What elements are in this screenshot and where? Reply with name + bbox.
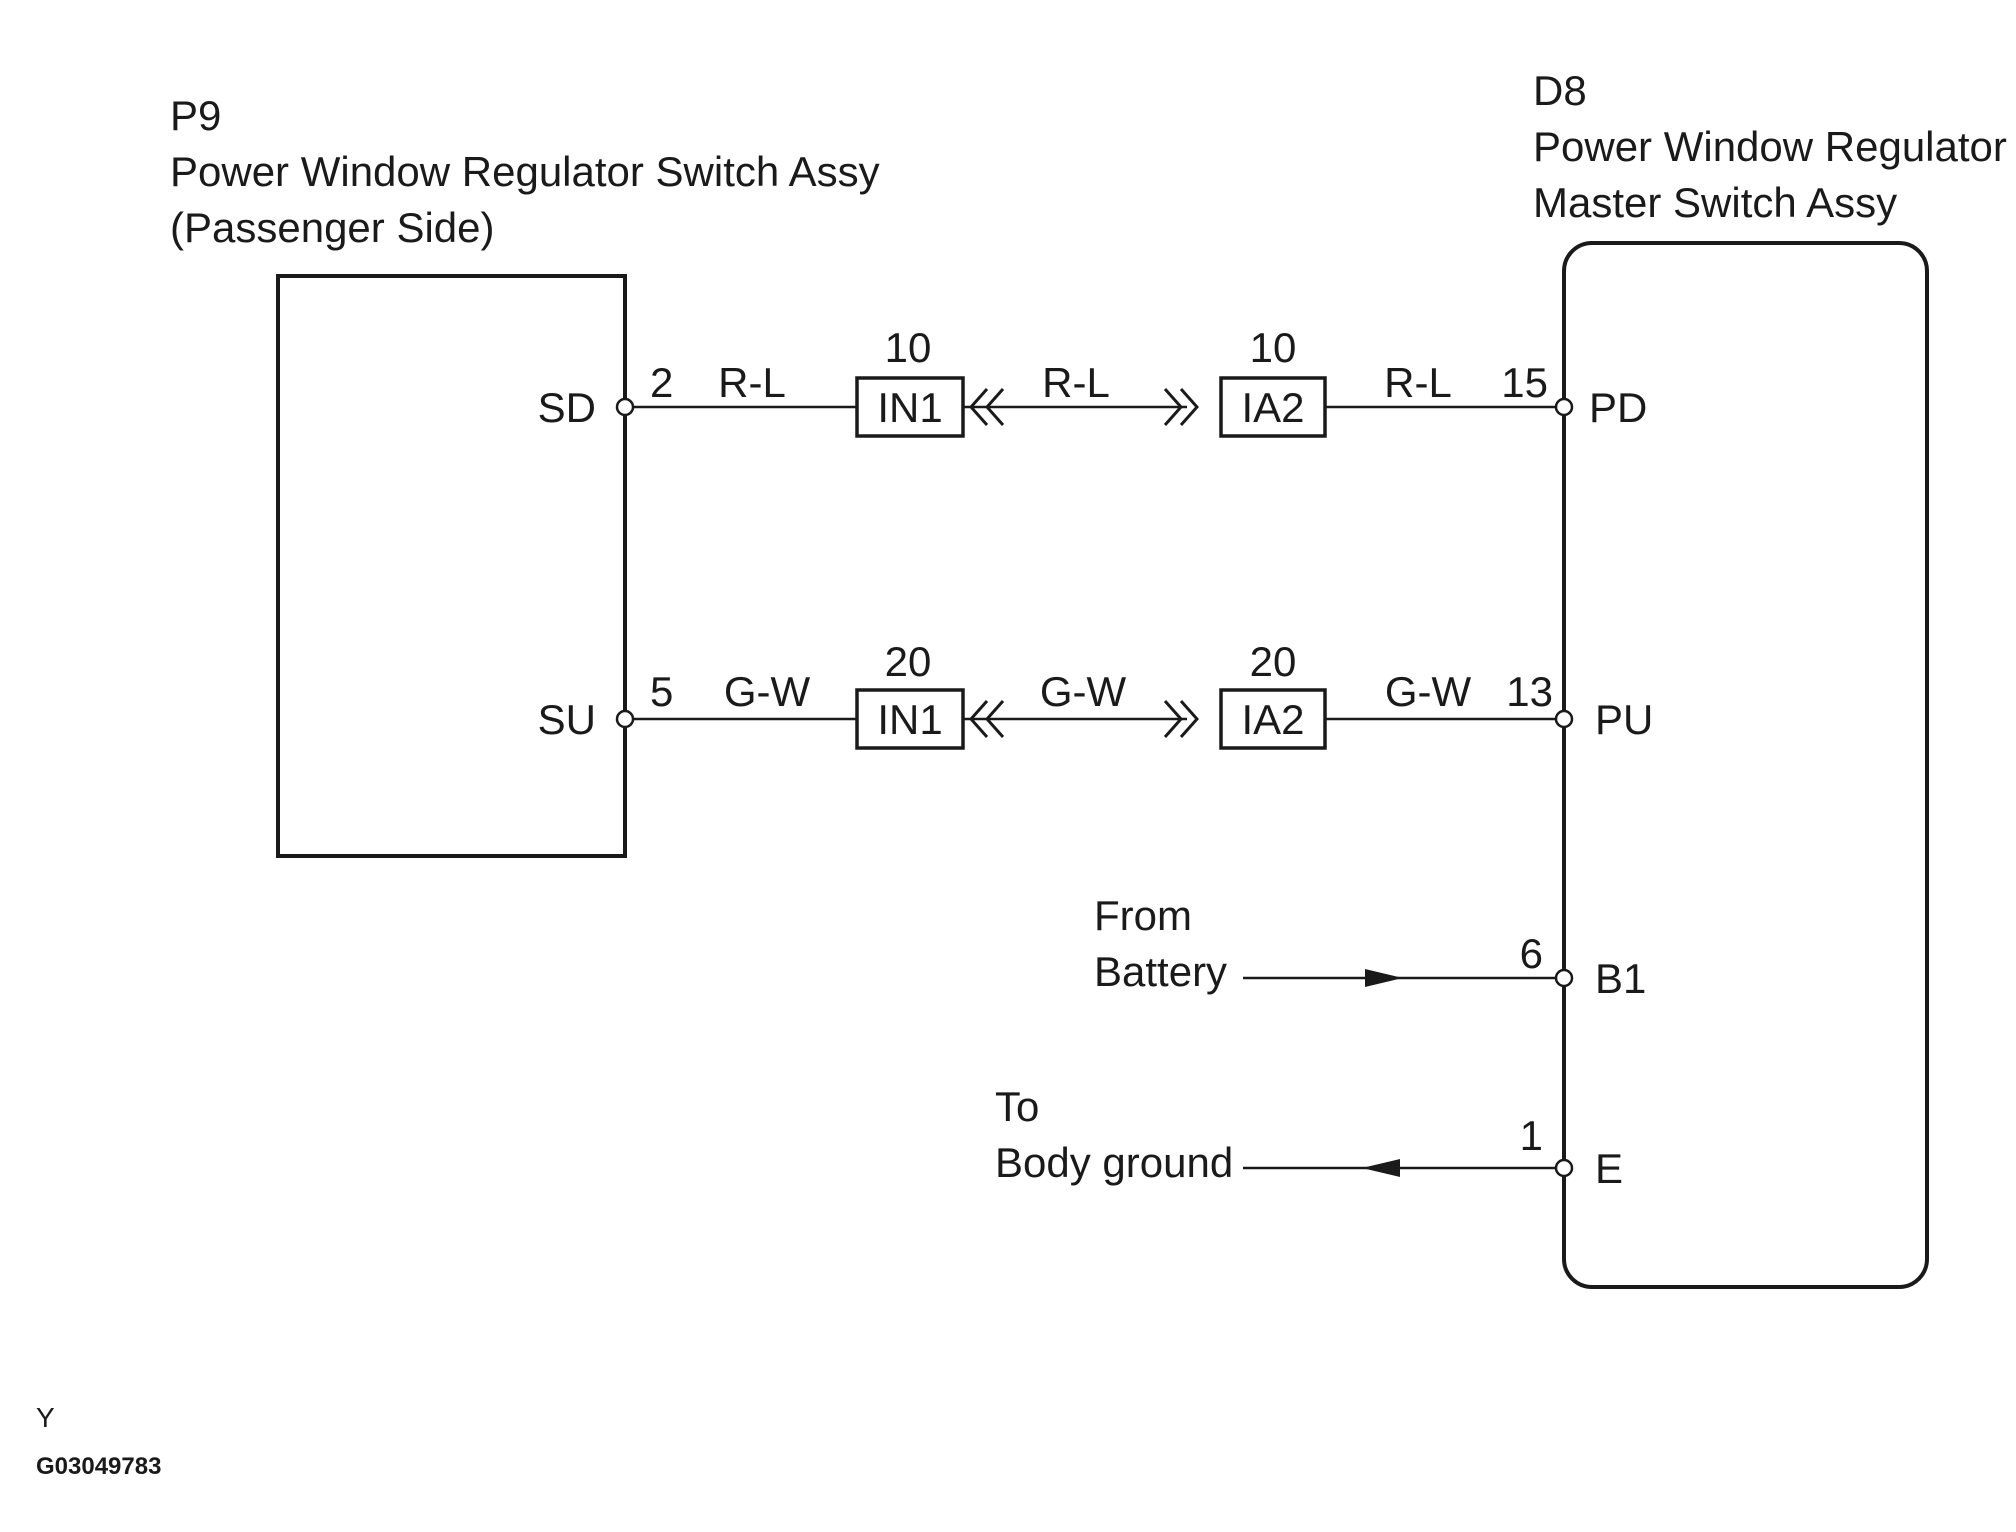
connector-ia2 <box>1219 688 1327 750</box>
right-component-box <box>1562 241 1929 1289</box>
connector-ia2-pin: 20 <box>1250 638 1297 685</box>
ground-label-line2: Body ground <box>995 1139 1233 1186</box>
arrow-left-icon <box>1362 1159 1400 1177</box>
wire-color-label: R-L <box>1042 359 1110 406</box>
footer-mark: Y <box>36 1402 55 1433</box>
terminal-su <box>615 709 635 729</box>
right-component-code: D8 <box>1533 67 1587 114</box>
connector-in1-pin: 10 <box>885 324 932 371</box>
connector-chevron-left <box>968 388 1005 426</box>
ground-feed: To Body ground 1 E <box>995 1083 1623 1192</box>
terminal-e-pin: 1 <box>1520 1112 1543 1159</box>
connector-in1-label: IN1 <box>877 696 942 743</box>
terminal-pu-pin: 13 <box>1506 668 1553 715</box>
terminal-b1-label: B1 <box>1595 955 1646 1002</box>
left-component-name-line1: Power Window Regulator Switch Assy <box>170 148 880 195</box>
arrow-right-icon <box>1365 969 1403 987</box>
terminal-pu <box>1554 709 1574 729</box>
terminal-e <box>1554 1158 1574 1178</box>
wire-color-label: R-L <box>718 359 786 406</box>
right-component-name-line1: Power Window Regulator <box>1533 123 2007 170</box>
connector-chevron-right <box>1163 388 1200 426</box>
terminal-pu-label: PU <box>1595 696 1653 743</box>
connector-ia2-pin: 10 <box>1250 324 1297 371</box>
terminal-sd <box>615 397 635 417</box>
wire-color-label: R-L <box>1384 359 1452 406</box>
terminal-pd-label: PD <box>1589 384 1647 431</box>
connector-ia2-label: IA2 <box>1241 696 1304 743</box>
battery-label-line2: Battery <box>1094 948 1227 995</box>
connector-chevron-right <box>1163 700 1200 738</box>
connector-in1 <box>855 376 965 438</box>
connector-ia2-label: IA2 <box>1241 384 1304 431</box>
left-component-name-line2: (Passenger Side) <box>170 204 495 251</box>
wire-color-label: G-W <box>724 668 811 715</box>
ground-label-line1: To <box>995 1083 1039 1130</box>
terminal-su-pin: 5 <box>650 668 673 715</box>
connector-ia2 <box>1219 376 1327 438</box>
terminal-pd <box>1554 397 1574 417</box>
terminal-b1 <box>1554 968 1574 988</box>
left-component-code: P9 <box>170 92 221 139</box>
circuit-sd-pd: SD 2 R-L IN1 10 R-L IA2 10 R-L 15 PD <box>538 324 1647 438</box>
wire-color-label: G-W <box>1385 668 1472 715</box>
right-component-name-line2: Master Switch Assy <box>1533 179 1897 226</box>
connector-in1-pin: 20 <box>885 638 932 685</box>
terminal-e-label: E <box>1595 1145 1623 1192</box>
connector-in1-label: IN1 <box>877 384 942 431</box>
circuit-su-pu: SU 5 G-W IN1 20 G-W IA2 20 G-W 13 PU <box>538 638 1653 750</box>
terminal-sd-pin: 2 <box>650 359 673 406</box>
connector-chevron-left <box>968 700 1005 738</box>
terminal-sd-label: SD <box>538 384 596 431</box>
left-component-box <box>276 274 627 858</box>
wire-color-label: G-W <box>1040 668 1127 715</box>
terminal-pd-pin: 15 <box>1501 359 1548 406</box>
terminal-su-label: SU <box>538 696 596 743</box>
terminal-b1-pin: 6 <box>1520 930 1543 977</box>
battery-feed: From Battery 6 B1 <box>1094 892 1646 1002</box>
connector-in1 <box>855 688 965 750</box>
battery-label-line1: From <box>1094 892 1192 939</box>
figure-id: G03049783 <box>36 1453 161 1480</box>
